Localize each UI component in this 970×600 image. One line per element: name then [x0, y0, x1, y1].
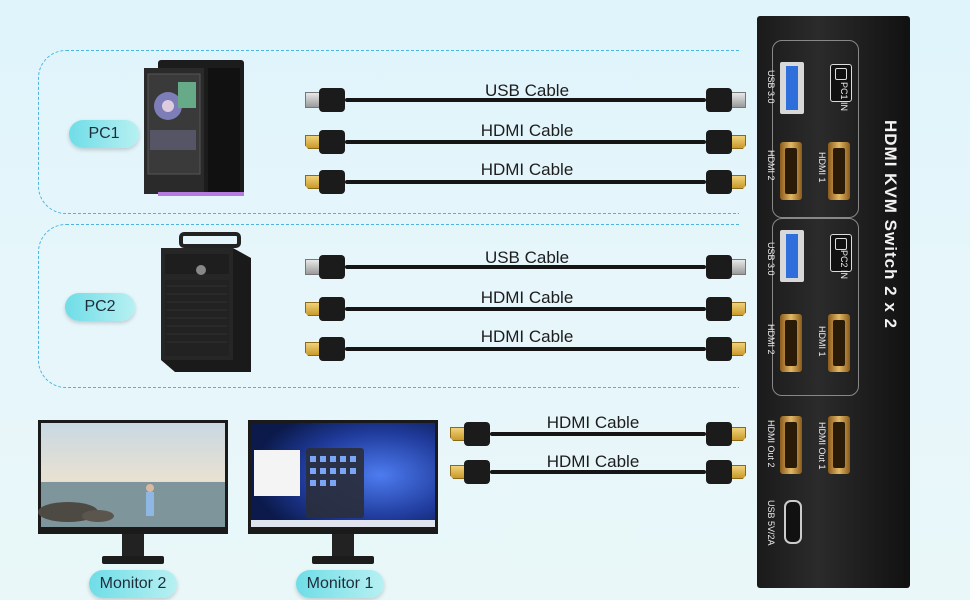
monitor-2-label: Monitor 2	[89, 570, 177, 598]
pc1-hdmi1-port	[828, 142, 850, 200]
pc1-usb30-port	[780, 62, 804, 114]
out-hdmi-cable-2-label: HDMI Cable	[546, 452, 640, 471]
pc2-group-outline	[38, 224, 739, 388]
hdmi-out2-port	[780, 416, 802, 474]
hdmi-out2-label: HDMI Out 2	[766, 420, 776, 468]
pc1-hdmi2-label: HDMI 2	[766, 150, 776, 181]
pc1-hdmi-cable-2	[305, 170, 746, 194]
pc1-tower-image	[144, 60, 244, 196]
pc2-usb-cable	[305, 255, 746, 279]
pc2-usb30-port	[780, 230, 804, 282]
pc1-in-label: PC1 IN	[839, 82, 849, 112]
pc1-label: PC1	[69, 120, 139, 148]
pc1-hdmi1-label: HDMI 1	[817, 152, 827, 183]
out-hdmi-cable-1-label: HDMI Cable	[546, 413, 640, 432]
pc2-hdmi-cable-1-label: HDMI Cable	[480, 288, 574, 307]
hdmi-out1-label: HDMI Out 1	[817, 422, 827, 470]
hdmi-out1-port	[828, 416, 850, 474]
usb-power-label: USB 5V/2A	[766, 500, 776, 546]
pc2-hdmi-cable-2	[305, 337, 746, 361]
pc1-port-panel	[772, 40, 859, 218]
pc2-in-button	[830, 234, 852, 272]
pc1-hdmi2-port	[780, 142, 802, 200]
device-title: HDMI KVM Switch 2 x 2	[881, 120, 900, 329]
pc2-port-panel	[772, 218, 859, 396]
monitor-1-image	[248, 420, 438, 564]
pc1-usb-cable-label: USB Cable	[484, 81, 570, 100]
pc1-usb-cable	[305, 88, 746, 112]
pc1-usb30-port-label: USB 3.0	[766, 70, 776, 104]
pc1-hdmi-cable-1	[305, 130, 746, 154]
out-hdmi-cable-1	[450, 422, 746, 446]
pc2-in-label: PC2 IN	[839, 250, 849, 280]
pc1-group-outline	[38, 50, 739, 214]
pc2-tower-image	[161, 232, 251, 372]
pc1-hdmi-cable-1-label: HDMI Cable	[480, 121, 574, 140]
monitor-2-image	[38, 420, 228, 564]
pc2-hdmi2-label: HDMI 2	[766, 324, 776, 355]
pc2-label: PC2	[65, 293, 135, 321]
out-hdmi-cable-2	[450, 460, 746, 484]
pc2-hdmi1-label: HDMI 1	[817, 326, 827, 357]
pc2-usb-cable-label: USB Cable	[484, 248, 570, 267]
pc2-hdmi1-port	[828, 314, 850, 372]
pc1-hdmi-cable-2-label: HDMI Cable	[480, 160, 574, 179]
pc2-usb30-port-label: USB 3.0	[766, 242, 776, 276]
pc2-hdmi-cable-2-label: HDMI Cable	[480, 327, 574, 346]
monitor-1-label: Monitor 1	[296, 570, 384, 598]
pc1-in-button	[830, 64, 852, 102]
pc2-hdmi2-port	[780, 314, 802, 372]
usb-c-power-port	[784, 500, 802, 544]
pc2-hdmi-cable-1	[305, 297, 746, 321]
